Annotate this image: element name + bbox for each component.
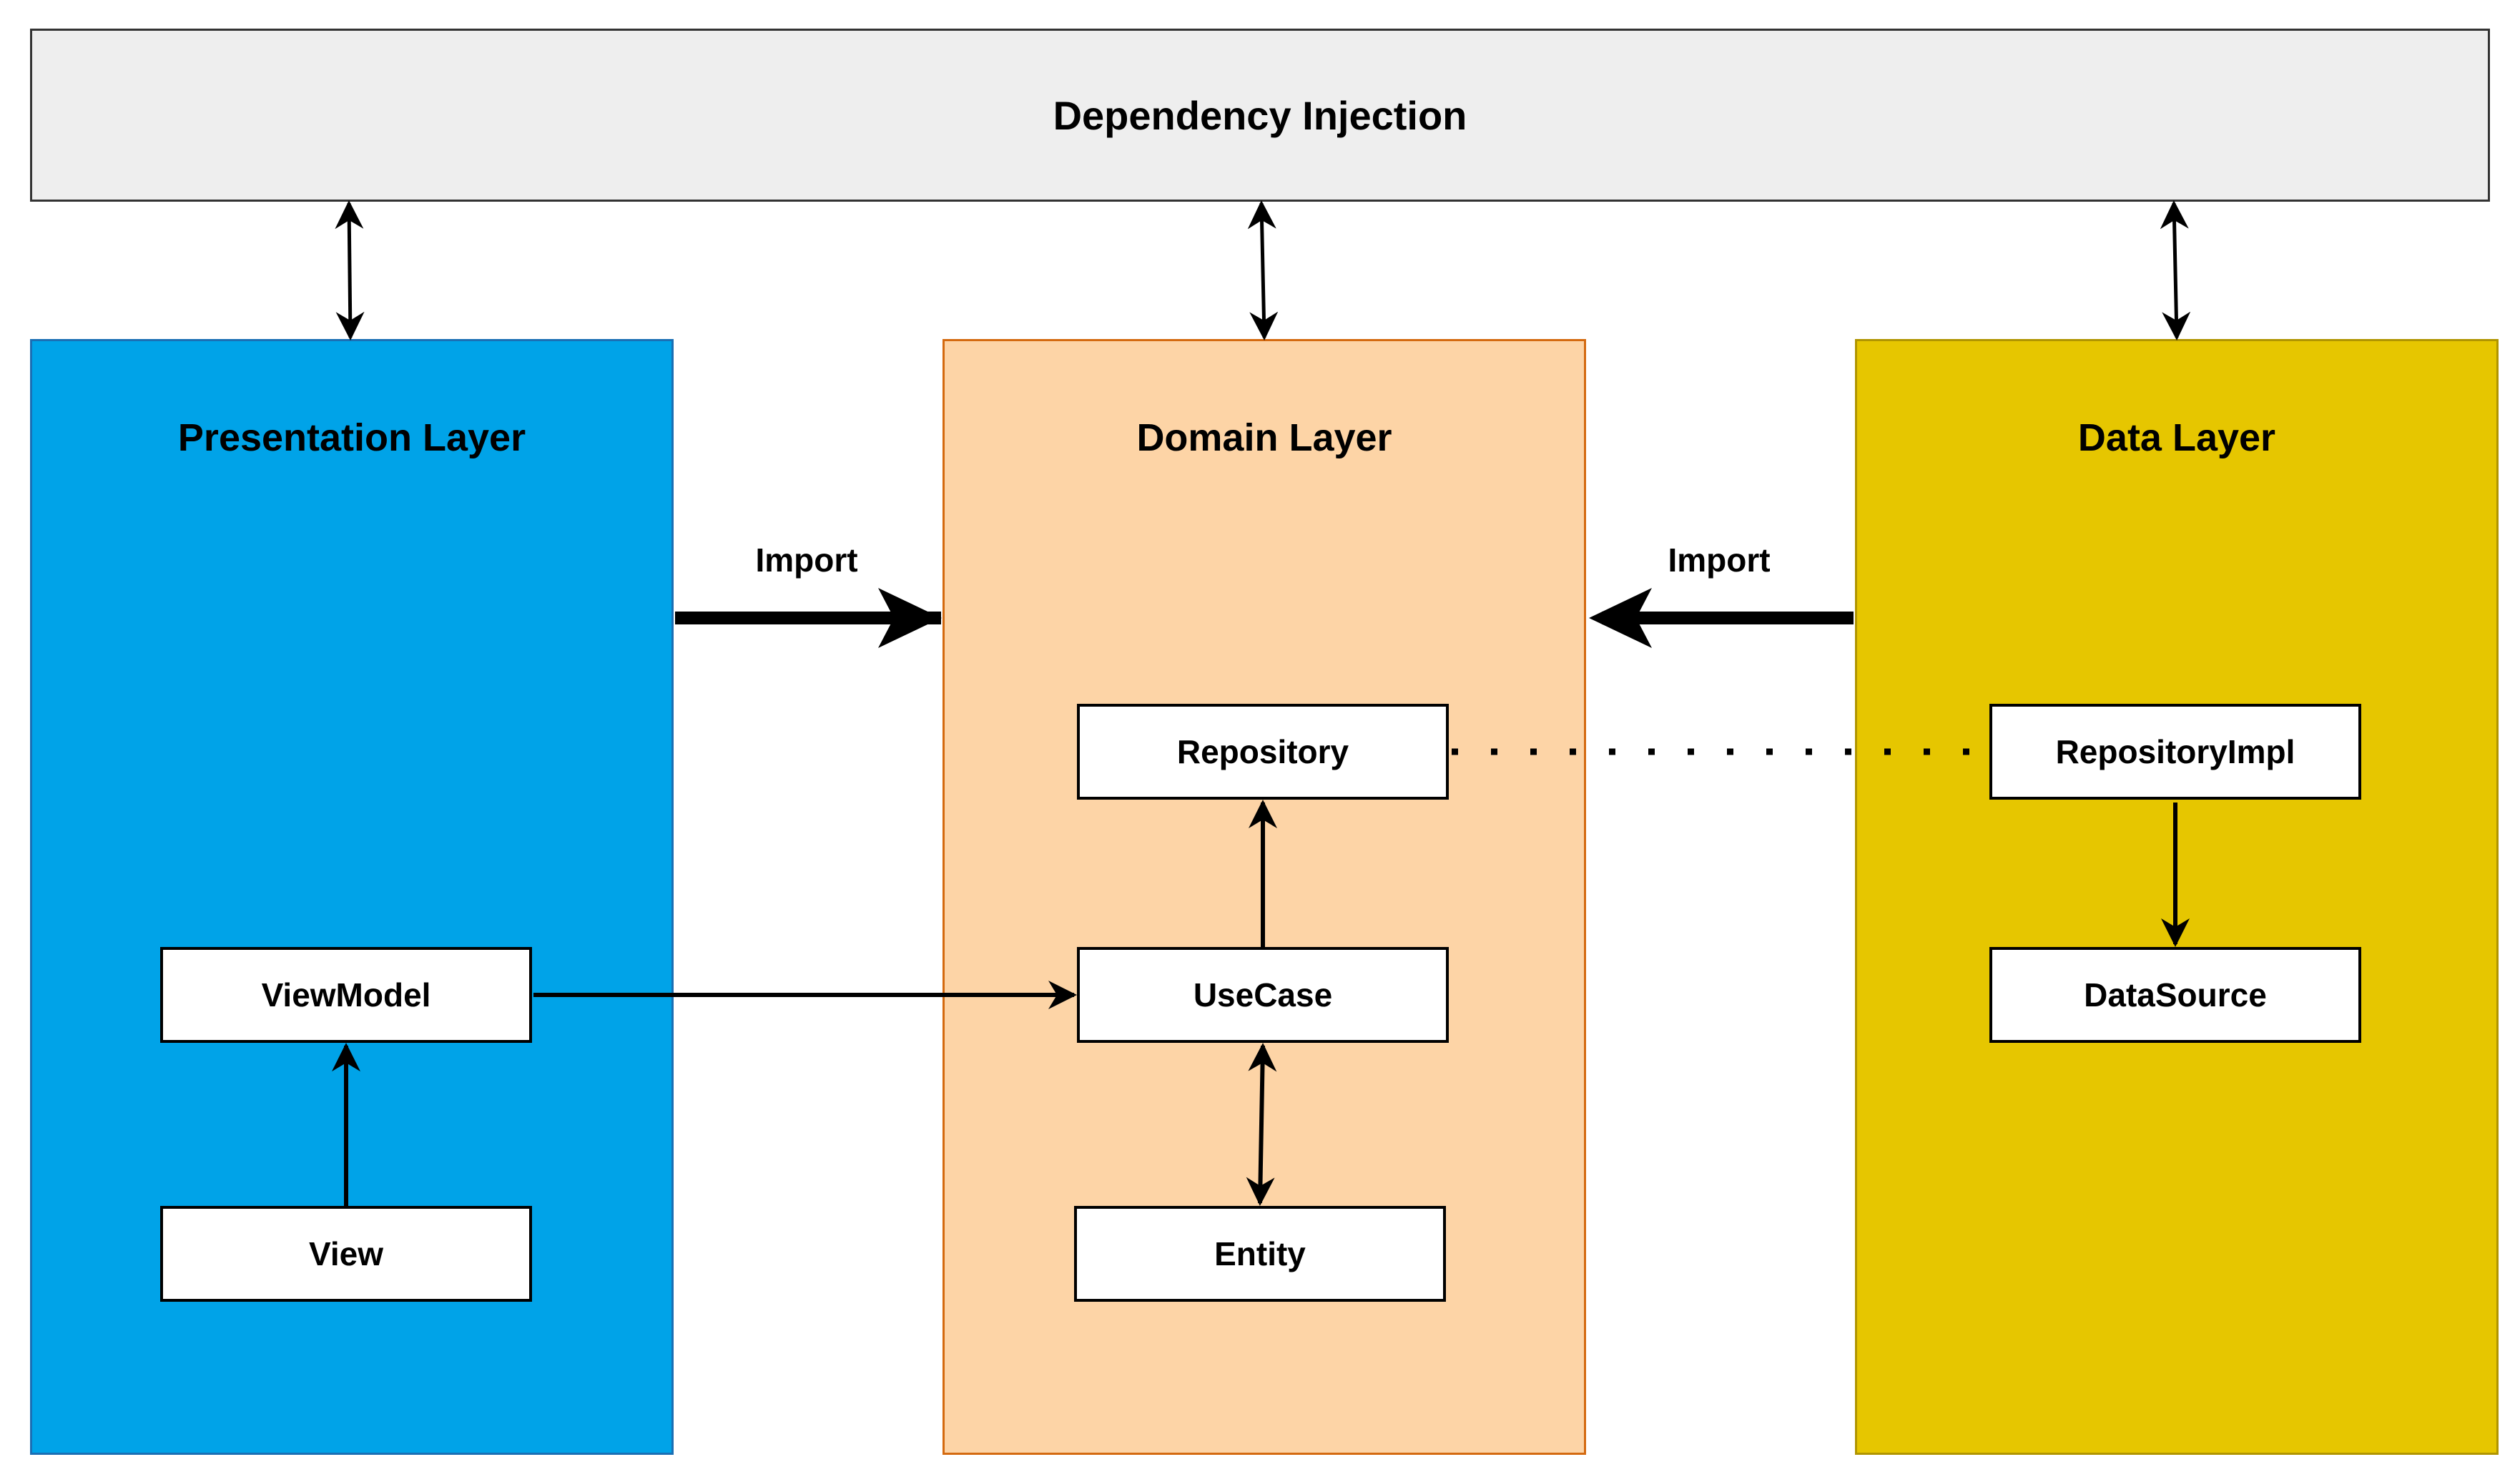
domain-layer-title: Domain Layer: [1136, 416, 1392, 459]
repositoryimpl-node: RepositoryImpl: [1989, 704, 2361, 800]
di-presentation-connector: [335, 200, 365, 340]
datasource-node: DataSource: [1989, 947, 2361, 1043]
repository-node: Repository: [1077, 704, 1449, 800]
di-data-connector: [2160, 200, 2191, 340]
dependency-injection-box: Dependency Injection: [30, 29, 2490, 202]
data-layer-title: Data Layer: [2077, 416, 2276, 459]
di-domain-connector: [1247, 200, 1279, 340]
view-node: View: [160, 1206, 532, 1302]
import-arrowhead-presentation-to-domain: [878, 588, 941, 648]
viewmodel-node: ViewModel: [160, 947, 532, 1043]
import-arrowhead-data-to-domain: [1589, 588, 1652, 648]
usecase-node: UseCase: [1077, 947, 1449, 1043]
entity-node: Entity: [1074, 1206, 1446, 1302]
dependency-injection-title: Dependency Injection: [1053, 92, 1467, 138]
data-layer: Data Layer: [1855, 339, 2499, 1455]
presentation-layer-title: Presentation Layer: [177, 416, 526, 459]
import-label-data-to-domain: Import: [1668, 541, 1771, 579]
import-label-presentation-to-domain: Import: [755, 541, 858, 579]
